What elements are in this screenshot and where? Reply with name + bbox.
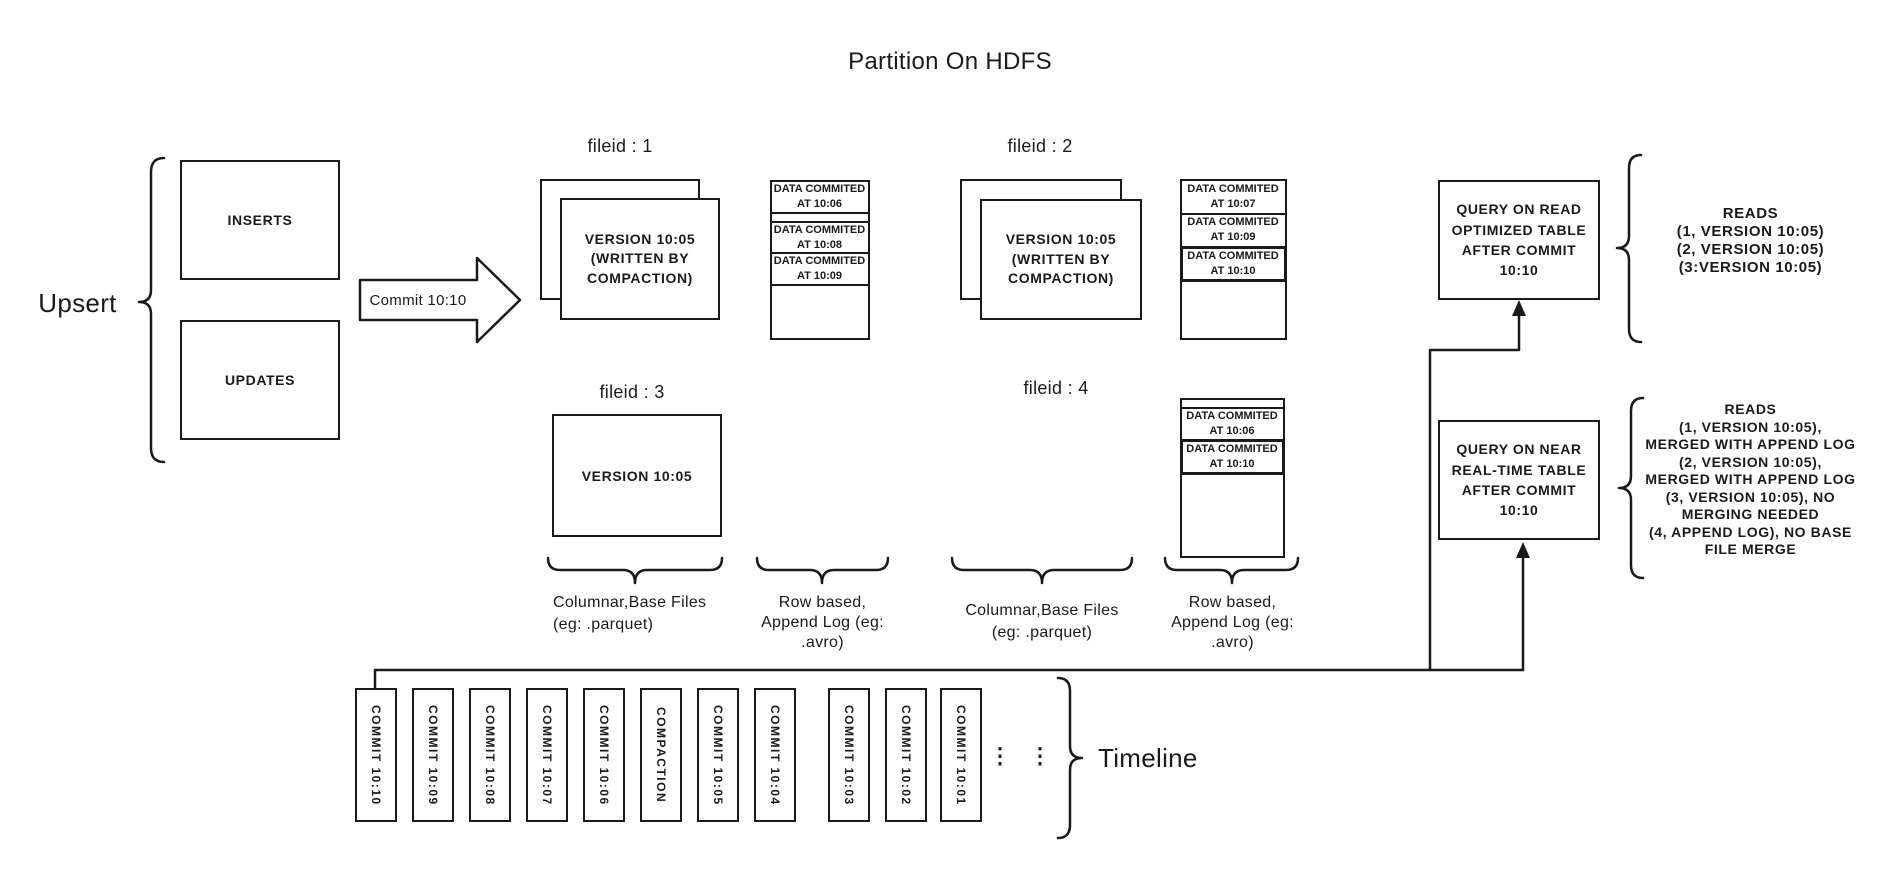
- reads-2-text: READS (1, VERSION 10:05), MERGED WITH AP…: [1645, 401, 1856, 558]
- query-near-real-time-box: QUERY ON NEAR REAL-TIME TABLE AFTER COMM…: [1438, 420, 1600, 540]
- timeline-item: COMMIT 10:05: [697, 688, 739, 822]
- log-entry: DATA COMMITED AT 10:07: [1179, 178, 1287, 215]
- log-entry: DATA COMMITED AT 10:06: [1179, 407, 1285, 441]
- log-entry: DATA COMMITED AT 10:09: [769, 251, 870, 286]
- timeline-item-label: COMMIT 10:09: [426, 704, 440, 806]
- row-based-left-annotation: Row based, Append Log (eg: .avro): [761, 594, 884, 651]
- row-based-right-brace: [1163, 556, 1300, 585]
- arrowhead-read-optimized: [1512, 300, 1526, 316]
- timeline-item-label: COMMIT 10:02: [899, 704, 913, 806]
- timeline-item: COMMIT 10:01: [940, 688, 982, 822]
- timeline-item-label: COMMIT 10:07: [540, 704, 554, 806]
- append-log-2: DATA COMMITED AT 10:07 DATA COMMITED AT …: [1179, 178, 1287, 340]
- timeline-item: COMMIT 10:04: [754, 688, 796, 822]
- updates-box: UPDATES: [180, 320, 340, 440]
- timeline-item-label: COMMIT 10:03: [842, 704, 856, 806]
- log-entry: DATA COMMITED AT 10:09: [1179, 212, 1287, 248]
- timeline-item: COMMIT 10:07: [526, 688, 568, 822]
- timeline-item: COMMIT 10:02: [885, 688, 927, 822]
- upsert-label: Upsert: [38, 287, 117, 318]
- page-title: Partition On HDFS: [848, 48, 1052, 75]
- fileid-3-version-box: VERSION 10:05: [552, 414, 722, 537]
- log-entry: DATA COMMITED AT 10:08: [769, 221, 870, 254]
- fileid-2-label: fileid : 2: [1007, 135, 1073, 156]
- timeline-item: COMMIT 10:09: [412, 688, 454, 822]
- reads-2-brace: [1617, 396, 1645, 580]
- fileid-4-label: fileid : 4: [1023, 377, 1089, 398]
- columnar-left-brace: [546, 556, 724, 585]
- timeline-item-label: COMPACTION: [654, 706, 668, 804]
- fileid-1-label: fileid : 1: [587, 135, 653, 156]
- timeline-ellipsis: ⋮: [1029, 743, 1051, 768]
- columnar-right-brace: [950, 556, 1134, 585]
- upsert-brace: [137, 156, 166, 464]
- reads-1-text: READS (1, VERSION 10:05) (2, VERSION 10:…: [1676, 205, 1825, 276]
- timeline-ellipsis: ⋮: [989, 743, 1011, 768]
- inserts-box: INSERTS: [180, 160, 340, 280]
- timeline-item-label: COMMIT 10:08: [483, 704, 497, 806]
- timeline-item: COMMIT 10:08: [469, 688, 511, 822]
- timeline-item: COMMIT 10:10: [355, 688, 397, 822]
- log-entry: DATA COMMITED AT 10:06: [769, 179, 870, 214]
- commit-arrow-label: Commit 10:10: [369, 291, 467, 309]
- timeline-brace: [1056, 676, 1084, 840]
- arrowhead-near-real-time: [1516, 542, 1530, 558]
- commit-arrow-shape: [358, 256, 522, 344]
- connector-to-read-optimized: [1428, 312, 1521, 672]
- timeline-item-label: COMMIT 10:05: [711, 704, 725, 806]
- timeline-item-label: COMMIT 10:06: [597, 704, 611, 806]
- timeline-item-label: COMMIT 10:01: [954, 704, 968, 806]
- append-log-4: DATA COMMITED AT 10:06 DATA COMMITED AT …: [1179, 397, 1285, 558]
- timeline-item: COMMIT 10:03: [828, 688, 870, 822]
- timeline-item-label: COMMIT 10:10: [369, 704, 383, 806]
- log-entry: DATA COMMITED AT 10:10: [1179, 439, 1285, 475]
- fileid-3-label: fileid : 3: [599, 381, 665, 402]
- query-read-optimized-box: QUERY ON READ OPTIMIZED TABLE AFTER COMM…: [1438, 180, 1600, 300]
- log-entry: DATA COMMITED AT 10:10: [1179, 246, 1287, 282]
- fileid-2-version-box: VERSION 10:05 (WRITTEN BY COMPACTION): [980, 199, 1142, 320]
- timeline-item: COMPACTION: [640, 688, 682, 822]
- timeline-item-label: COMMIT 10:04: [768, 704, 782, 806]
- row-based-left-brace: [755, 556, 890, 585]
- columnar-right-annotation: Columnar,Base Files (eg: .parquet): [965, 602, 1119, 641]
- timeline-item: COMMIT 10:06: [583, 688, 625, 822]
- columnar-left-annotation: Columnar,Base Files (eg: .parquet): [553, 594, 707, 633]
- timeline-to-queries-connector: [373, 668, 1525, 690]
- fileid-1-version-box: VERSION 10:05 (WRITTEN BY COMPACTION): [560, 198, 720, 320]
- append-log-1: DATA COMMITED AT 10:06 DATA COMMITED AT …: [769, 179, 870, 340]
- reads-1-brace: [1615, 153, 1643, 344]
- row-based-right-annotation: Row based, Append Log (eg: .avro): [1171, 594, 1294, 651]
- timeline-label: Timeline: [1098, 742, 1198, 773]
